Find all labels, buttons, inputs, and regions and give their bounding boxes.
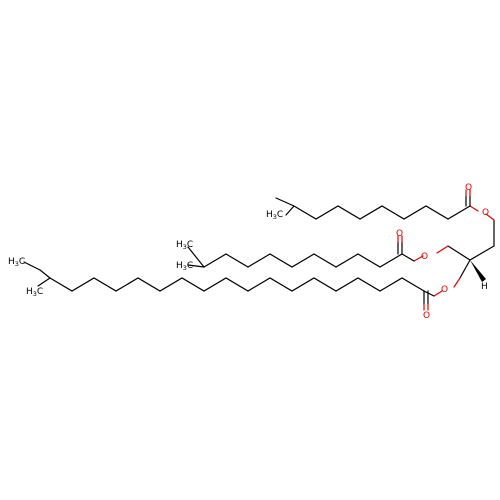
stereocenter (453, 259, 486, 288)
carbonyl-oxygen-1: O (465, 183, 472, 193)
methyl-label-5: H3C (26, 287, 43, 298)
methyl-label-4: H3C (8, 257, 25, 268)
acyl-chain-bottom (23, 261, 443, 311)
ester-oxygen-2: O (421, 252, 428, 262)
stereo-hydrogen: H (481, 282, 488, 292)
carbonyl-oxygen-3: O (423, 311, 430, 321)
ester-oxygen-1: O (482, 208, 489, 218)
acyl-chain-top (275, 189, 495, 247)
carbonyl-oxygen-2: O (396, 229, 403, 239)
methyl-label-2: H3C (176, 240, 193, 251)
ester-oxygen-3: O (441, 285, 448, 295)
acyl-chain-middle (187, 235, 495, 268)
methyl-label-3: H3C (176, 261, 193, 272)
methyl-label-1: H3C (266, 210, 283, 221)
atom-labels: O O H3C O O H3C H3C H O O H3C H3C (8, 183, 489, 321)
